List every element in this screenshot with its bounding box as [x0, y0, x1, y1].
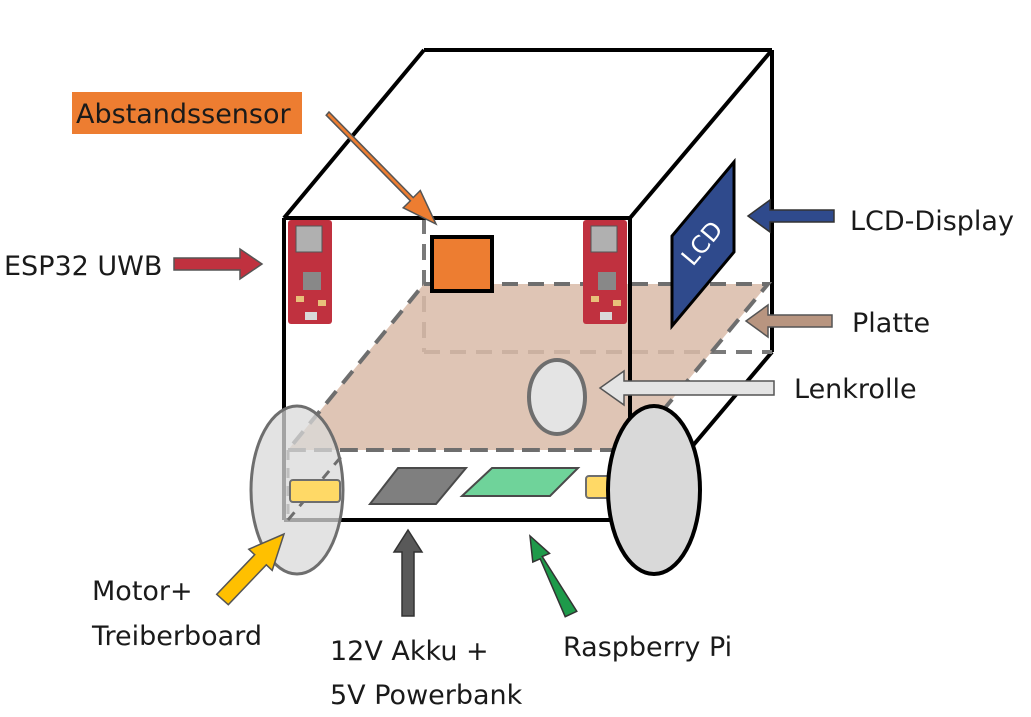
lcd-display-label: LCD-Display: [850, 206, 1014, 237]
lenkrolle-arrow: [598, 369, 775, 407]
raspberry-label: Raspberry Pi: [563, 632, 732, 663]
esp32-module-right: [583, 220, 627, 324]
akku-label-line1: 12V Akku +: [330, 636, 489, 667]
motor-label-line2: Treiberboard: [91, 621, 262, 652]
lenkrolle-label: Lenkrolle: [794, 374, 917, 405]
abstandssensor-label: Abstandssensor: [76, 99, 292, 130]
platte-plate: [288, 284, 768, 450]
motor-label-line1: Motor+: [92, 576, 193, 607]
raspberry-arrow: [529, 534, 578, 618]
akku-label-line2: 5V Powerbank: [330, 680, 523, 711]
lenkrolle-caster: [527, 358, 587, 436]
abstandssensor-label-bg: [72, 92, 302, 134]
motor-arrow: [215, 532, 286, 606]
esp32-label: ESP32 UWB: [4, 251, 162, 282]
lcd-display-arrow: [746, 198, 835, 234]
motor-board-left: [289, 479, 341, 503]
right-wheel: [606, 404, 702, 576]
robot-box-outline: [282, 48, 774, 522]
akku-board: [367, 467, 469, 505]
esp32-module-left: [288, 220, 332, 324]
abstandssensor-arrow: [325, 110, 438, 226]
platte-arrow: [744, 303, 833, 339]
platte-label: Platte: [852, 308, 930, 339]
akku-arrow: [392, 528, 424, 617]
abstandssensor-module: [430, 235, 494, 293]
raspberry-board: [459, 467, 581, 497]
lcd-screen: [670, 157, 736, 331]
esp32-arrow: [173, 247, 264, 281]
